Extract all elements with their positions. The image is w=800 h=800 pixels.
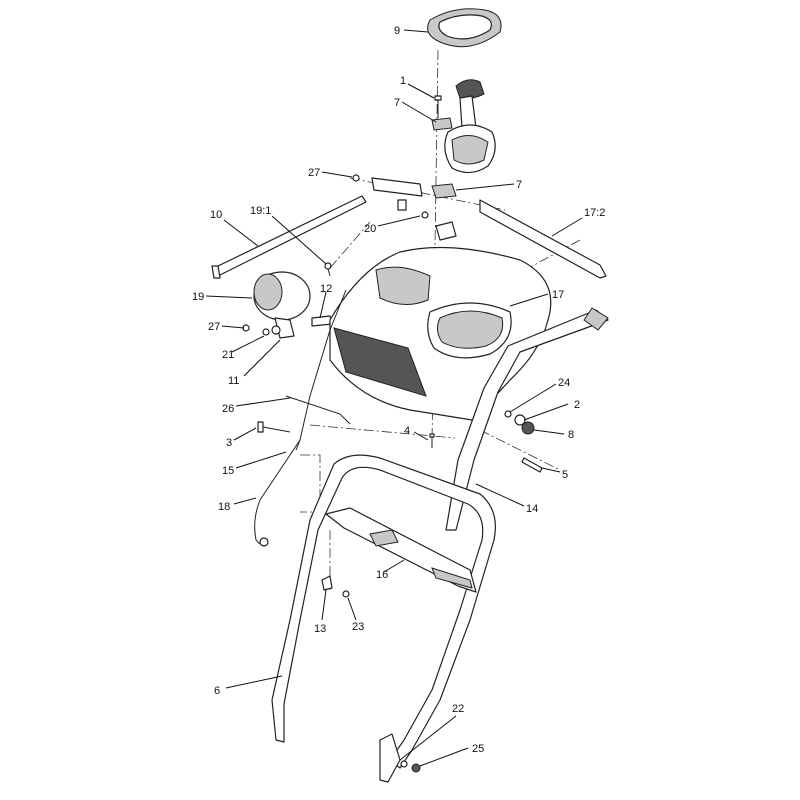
clip-upper — [431, 117, 453, 131]
lower-hardware — [379, 733, 421, 783]
callout-7-upper: 7 — [394, 97, 400, 109]
crossbar — [325, 507, 477, 593]
callout-25: 25 — [472, 743, 484, 755]
right-handle — [445, 307, 609, 531]
bolt-5 — [521, 457, 543, 473]
callout-17: 17 — [552, 289, 564, 301]
callout-1: 1 — [400, 75, 406, 87]
lamp-screw — [324, 262, 332, 277]
callout-9: 9 — [394, 25, 400, 37]
callout-27-lower: 27 — [208, 321, 220, 333]
callout-11: 11 — [228, 375, 239, 387]
main-handle — [271, 454, 496, 769]
callout-18: 18 — [218, 501, 230, 513]
callout-22: 22 — [452, 703, 464, 715]
callout-6: 6 — [214, 685, 220, 697]
bolt — [434, 95, 442, 118]
chute-rod — [211, 195, 367, 279]
boot-cover — [427, 8, 502, 48]
callout-26: 26 — [222, 403, 234, 415]
harness — [285, 289, 351, 451]
callout-19: 19 — [192, 291, 204, 303]
callout-12: 12 — [320, 283, 332, 295]
nut-upper — [352, 174, 360, 182]
callout-24: 24 — [558, 377, 570, 389]
cable-end — [259, 537, 269, 547]
callout-8: 8 — [568, 429, 574, 441]
lamp-bracket — [262, 328, 270, 336]
seal-strip — [479, 199, 607, 279]
clip-lower — [431, 183, 457, 199]
callout-2: 2 — [574, 399, 580, 411]
clip-13 — [321, 575, 333, 591]
callout-16: 16 — [376, 569, 388, 581]
chute-control — [444, 79, 496, 174]
cable — [254, 439, 301, 545]
screw-4 — [429, 433, 435, 448]
bracket-plate — [371, 177, 423, 211]
knob-hardware — [504, 410, 535, 435]
callout-23: 23 — [352, 621, 364, 633]
nut-23 — [342, 590, 350, 598]
callout-7-lower: 7 — [516, 179, 522, 191]
callout-19-1: 19:1 — [250, 205, 271, 217]
callout-3: 3 — [226, 437, 232, 449]
bolt-3 — [257, 421, 291, 433]
callout-17-2: 17:2 — [584, 207, 605, 219]
callout-13: 13 — [314, 623, 326, 635]
callout-20: 20 — [364, 223, 376, 235]
callout-15: 15 — [222, 465, 234, 477]
headlamp — [253, 271, 311, 339]
callout-14: 14 — [526, 503, 538, 515]
callout-5: 5 — [562, 469, 568, 481]
callout-10: 10 — [210, 209, 222, 221]
fastener-20 — [421, 211, 429, 219]
upper-tube — [435, 221, 457, 241]
callout-21: 21 — [222, 349, 234, 361]
callout-4: 4 — [404, 425, 410, 437]
dash-panel — [329, 246, 552, 421]
leader-lines — [205, 29, 583, 767]
cable-clip — [311, 315, 333, 327]
callout-27-upper: 27 — [308, 167, 320, 179]
